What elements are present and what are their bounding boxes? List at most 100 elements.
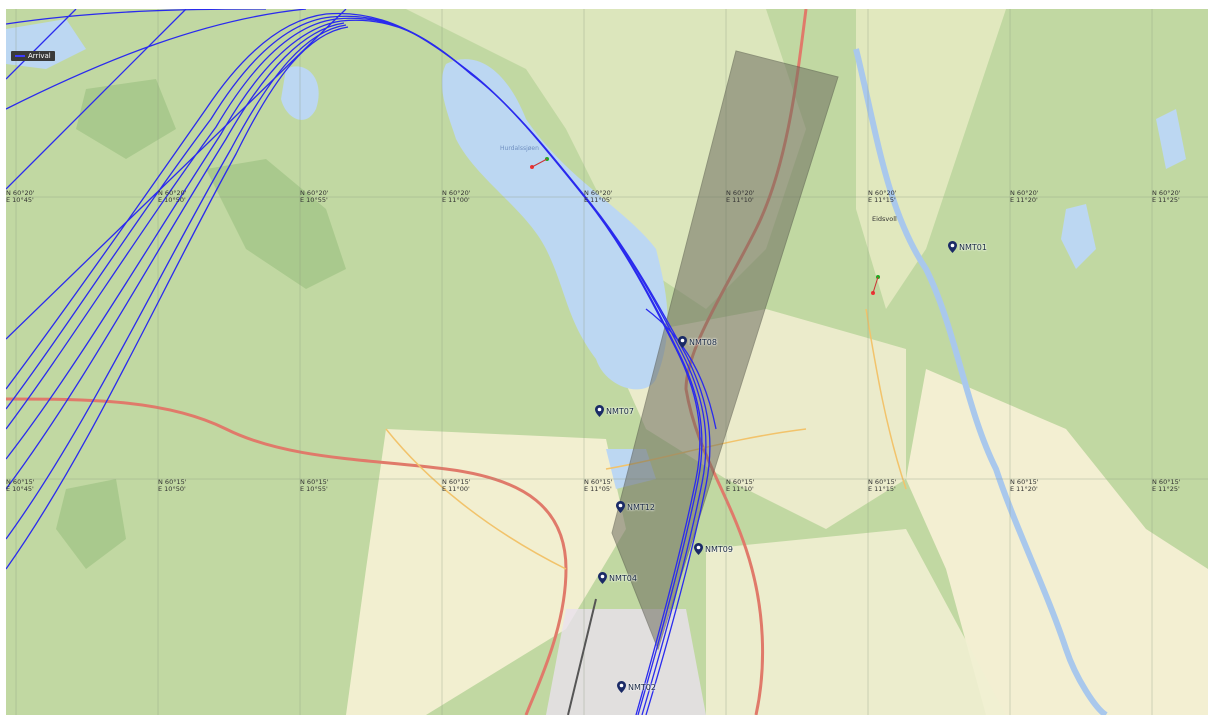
- legend-arrival[interactable]: Arrival: [11, 51, 55, 61]
- monitor-marker[interactable]: NMT12: [616, 501, 655, 513]
- monitor-label: NMT07: [606, 406, 634, 416]
- grid-label-lat: N 60°15': [442, 478, 471, 486]
- grid-label-lat: N 60°20': [442, 189, 471, 197]
- grid-label-lat: N 60°15': [1152, 478, 1181, 486]
- flight-tracks: [6, 9, 717, 715]
- lake-hurdalssjoen: [441, 59, 668, 390]
- grid-label-lon: E 11°05': [584, 485, 612, 493]
- grid-label: N 60°20'E 11°25': [1152, 190, 1181, 204]
- urban-area: [546, 609, 706, 715]
- road-e16: [6, 397, 568, 715]
- map-canvas[interactable]: [6, 9, 1208, 715]
- grid-label-lon: E 11°10': [726, 196, 754, 204]
- grid-label-lon: E 10°50': [158, 485, 186, 493]
- monitor-marker[interactable]: NMT02: [617, 681, 656, 693]
- monitor-label: NMT09: [705, 544, 733, 554]
- map-pin-icon: [678, 336, 687, 348]
- grid-label: N 60°20'E 10°50': [158, 190, 187, 204]
- grid-label-lat: N 60°20': [6, 189, 35, 197]
- grid-label-lat: N 60°15': [6, 478, 35, 486]
- grid-label-lon: E 11°05': [584, 196, 612, 204]
- grid-label-lat: N 60°15': [868, 478, 897, 486]
- forest-patch: [56, 479, 126, 569]
- legend-swatch: [15, 55, 25, 57]
- map-view[interactable]: Arrival Hurdalssjøen Eidsvoll N 60°20'E …: [6, 9, 1208, 715]
- forest-patch: [76, 79, 176, 159]
- farmland-area: [706, 529, 1006, 715]
- grid-label-lon: E 10°55': [300, 485, 328, 493]
- grid-label-lat: N 60°20': [1010, 189, 1039, 197]
- forest-patch: [206, 159, 346, 289]
- grid-label-lat: N 60°15': [1010, 478, 1039, 486]
- grid-label-lon: E 10°50': [158, 196, 186, 204]
- grid-label-lon: E 11°20': [1010, 485, 1038, 493]
- lake: [1156, 109, 1186, 169]
- grid-label: N 60°20'E 11°05': [584, 190, 613, 204]
- grid-label-lat: N 60°20': [158, 189, 187, 197]
- river: [853, 48, 1108, 715]
- grid-label-lat: N 60°20': [584, 189, 613, 197]
- monitor-marker[interactable]: NMT08: [678, 336, 717, 348]
- grid-label-lon: E 10°45': [6, 485, 34, 493]
- road-minor: [385, 428, 567, 570]
- grid-label: N 60°15'E 11°00': [442, 479, 471, 493]
- monitor-marker[interactable]: NMT07: [595, 405, 634, 417]
- grid-label: N 60°15'E 10°45': [6, 479, 35, 493]
- monitor-marker[interactable]: NMT04: [598, 572, 637, 584]
- grid-label-lon: E 11°15': [868, 196, 896, 204]
- map-pin-icon: [617, 681, 626, 693]
- monitor-marker[interactable]: NMT09: [694, 543, 733, 555]
- grid-label-lat: N 60°20': [1152, 189, 1181, 197]
- grid-label: N 60°15'E 11°05': [584, 479, 613, 493]
- grid-label-lat: N 60°15': [584, 478, 613, 486]
- map-pin-icon: [616, 501, 625, 513]
- grid-label-lon: E 11°00': [442, 196, 470, 204]
- grid-label: N 60°15'E 11°10': [726, 479, 755, 493]
- farmland-area: [856, 9, 1006, 309]
- legend-label: Arrival: [28, 52, 51, 60]
- grid-label-lat: N 60°15': [300, 478, 329, 486]
- grid-label-lat: N 60°20': [300, 189, 329, 197]
- grid-label-lon: E 11°20': [1010, 196, 1038, 204]
- grid-label: N 60°20'E 11°00': [442, 190, 471, 204]
- monitor-label: NMT04: [609, 573, 637, 583]
- monitor-marker[interactable]: NMT01: [948, 241, 987, 253]
- grid-label: N 60°15'E 11°15': [868, 479, 897, 493]
- map-pin-icon: [598, 572, 607, 584]
- monitor-label: NMT02: [628, 682, 656, 692]
- road-minor: [865, 308, 907, 490]
- approach-sector: [611, 50, 839, 651]
- grid-label: N 60°20'E 10°55': [300, 190, 329, 204]
- town-label: Eidsvoll: [872, 215, 897, 223]
- grid-label: N 60°15'E 10°55': [300, 479, 329, 493]
- grid-label-lon: E 11°15': [868, 485, 896, 493]
- grid-label-lat: N 60°15': [158, 478, 187, 486]
- lake: [1061, 204, 1096, 269]
- grid-label: N 60°15'E 10°50': [158, 479, 187, 493]
- grid-label-lon: E 11°25': [1152, 196, 1180, 204]
- monitor-label: NMT01: [959, 242, 987, 252]
- grid-label: N 60°20'E 11°10': [726, 190, 755, 204]
- map-pin-icon: [694, 543, 703, 555]
- grid-label: N 60°15'E 11°20': [1010, 479, 1039, 493]
- grid-label: N 60°20'E 10°45': [6, 190, 35, 204]
- grid-label-lon: E 11°25': [1152, 485, 1180, 493]
- grid-label: N 60°15'E 11°25': [1152, 479, 1181, 493]
- grid-label: N 60°20'E 11°15': [868, 190, 897, 204]
- track-markers: [530, 157, 880, 295]
- farmland-area: [346, 429, 626, 715]
- grid-label: N 60°20'E 11°20': [1010, 190, 1039, 204]
- grid-label-lon: E 11°00': [442, 485, 470, 493]
- grid-label-lat: N 60°20': [726, 189, 755, 197]
- lake-label: Hurdalssjøen: [500, 145, 539, 152]
- grid-label-lat: N 60°15': [726, 478, 755, 486]
- monitor-label: NMT08: [689, 337, 717, 347]
- monitor-label: NMT12: [627, 502, 655, 512]
- map-pin-icon: [948, 241, 957, 253]
- grid-label-lon: E 10°55': [300, 196, 328, 204]
- grid-label-lon: E 11°10': [726, 485, 754, 493]
- runway: [567, 598, 597, 715]
- farmland-area: [906, 369, 1208, 715]
- grid-label-lon: E 10°45': [6, 196, 34, 204]
- map-pin-icon: [595, 405, 604, 417]
